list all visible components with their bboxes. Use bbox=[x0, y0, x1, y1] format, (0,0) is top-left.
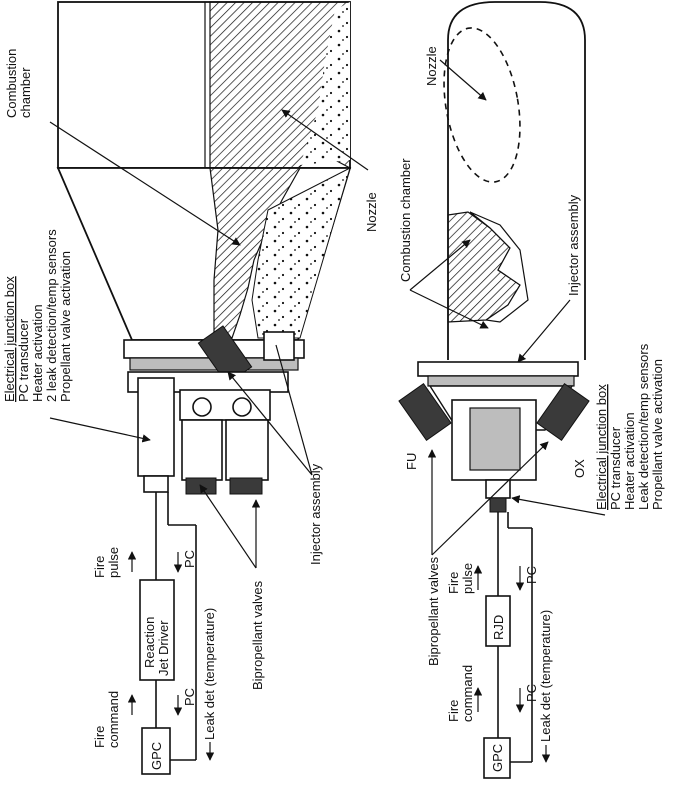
right-wiring bbox=[473, 512, 551, 779]
rjd-box bbox=[485, 595, 511, 647]
right-pc-lower-label: PC bbox=[524, 684, 539, 702]
reaction-jet-driver-box bbox=[139, 579, 175, 681]
left-pc-lower-label: PC bbox=[182, 688, 197, 706]
right-gpc-box bbox=[483, 737, 511, 779]
right-leaders bbox=[409, 59, 606, 556]
right-nozzle bbox=[443, 1, 586, 360]
left-pc-upper-label: PC bbox=[182, 550, 197, 568]
left-junction-box-label: Electrical junction box PC transducer He… bbox=[2, 226, 73, 402]
right-injector-assembly-label: Injector assembly bbox=[566, 194, 581, 296]
right-nozzle-label: Nozzle bbox=[424, 46, 439, 86]
left-gpc-box bbox=[141, 727, 171, 775]
left-injector-assembly-label: Injector assembly bbox=[308, 463, 323, 565]
right-fire-command-label: Fire command bbox=[446, 665, 475, 722]
left-bipropellant-valves-label: Bipropellant valves bbox=[250, 580, 265, 690]
rjd-label: RJD bbox=[491, 615, 506, 640]
left-combustion-chamber bbox=[56, 167, 352, 341]
left-nozzle-label: Nozzle bbox=[364, 192, 379, 232]
right-thruster bbox=[398, 1, 606, 779]
right-fire-pulse-label: Fire pulse bbox=[446, 563, 475, 594]
left-labels: Combustion chamber Nozzle Electrical jun… bbox=[2, 45, 379, 770]
left-leak-det-label: Leak det (temperature) bbox=[202, 608, 217, 740]
right-gpc-label: GPC bbox=[490, 744, 505, 772]
right-ox-label: OX bbox=[572, 459, 587, 478]
left-leaders bbox=[49, 109, 369, 569]
right-leak-det-label: Leak det (temperature) bbox=[538, 610, 553, 742]
reaction-jet-driver-label: Reaction Jet Driver bbox=[142, 613, 171, 676]
left-fire-pulse-label: Fire pulse bbox=[92, 547, 121, 578]
left-gpc-label: GPC bbox=[149, 742, 164, 770]
right-pc-upper-label: PC bbox=[524, 566, 539, 584]
left-injector-assembly bbox=[123, 325, 305, 385]
left-thruster bbox=[49, 1, 369, 775]
right-combustion-chamber-label: Combustion chamber bbox=[398, 158, 413, 282]
left-fire-command-label: Fire command bbox=[92, 691, 121, 748]
right-labels: Nozzle Combustion chamber Injector assem… bbox=[398, 46, 665, 772]
right-junction-box-label: Electrical junction box PC transducer He… bbox=[594, 340, 665, 510]
right-injector-assembly bbox=[398, 361, 590, 513]
left-combustion-chamber-label: Combustion chamber bbox=[4, 45, 33, 118]
right-bipropellant-valves-label: Bipropellant valves bbox=[426, 556, 441, 666]
left-wiring bbox=[127, 492, 215, 775]
right-fu-label: FU bbox=[404, 453, 419, 470]
left-valve-block bbox=[127, 371, 289, 495]
